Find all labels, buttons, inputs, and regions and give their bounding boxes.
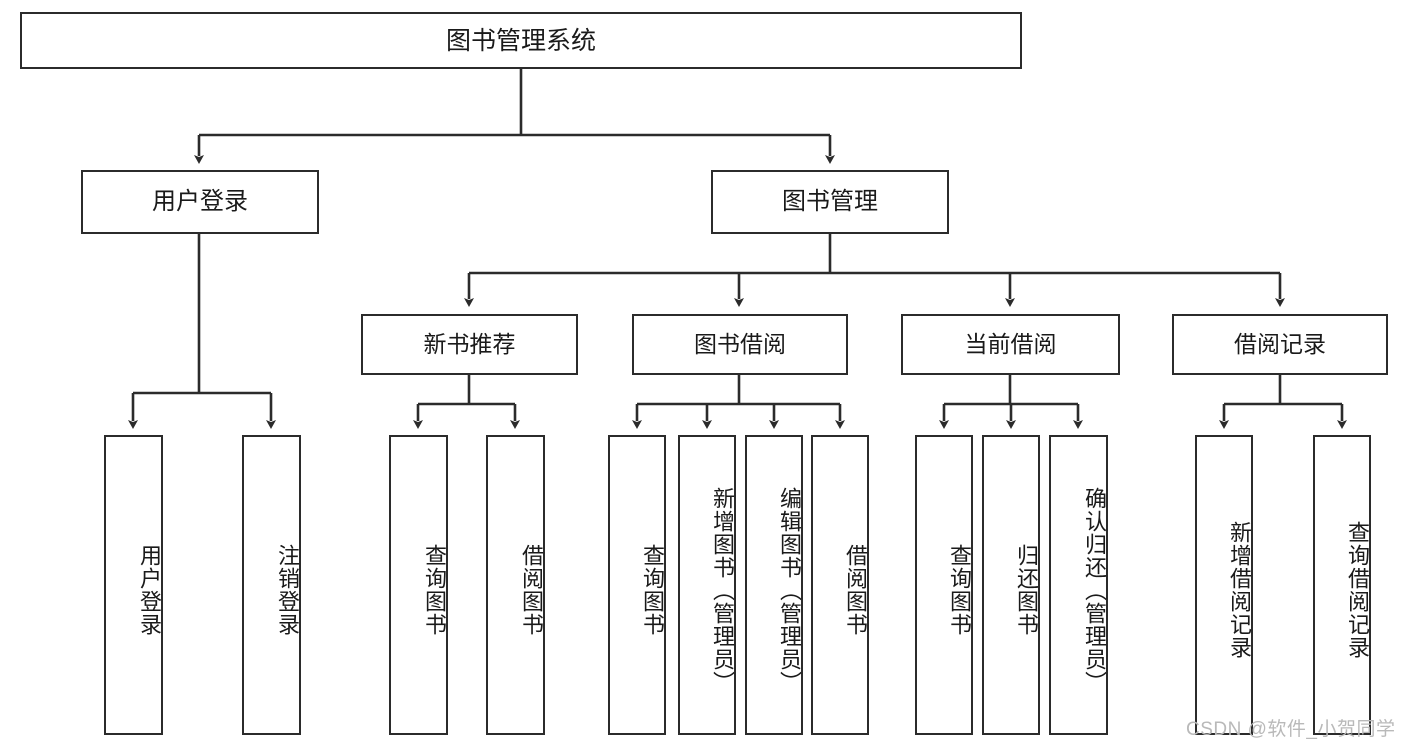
node-leaf-confirm-return-admin[interactable]: 确认归还（管理员）: [1049, 435, 1108, 735]
node-leaf-borrow-books-2-label: 借阅图书: [843, 544, 868, 636]
node-leaf-edit-book-admin[interactable]: 编辑图书（管理员）: [745, 435, 803, 735]
node-leaf-user-login[interactable]: 用户登录: [104, 435, 163, 735]
csdn-watermark: CSDN @软件_小贺同学: [1186, 719, 1396, 740]
node-leaf-query-borrow-record[interactable]: 查询借阅记录: [1313, 435, 1371, 735]
node-borrow-record[interactable]: 借阅记录: [1172, 314, 1388, 375]
node-leaf-borrow-books-2[interactable]: 借阅图书: [811, 435, 869, 735]
node-user-login[interactable]: 用户登录: [81, 170, 319, 234]
node-leaf-add-book-admin[interactable]: 新增图书（管理员）: [678, 435, 736, 735]
node-user-login-label: 用户登录: [152, 187, 248, 215]
node-new-book-recommend[interactable]: 新书推荐: [361, 314, 578, 375]
node-leaf-user-login-label: 用户登录: [137, 544, 162, 636]
node-new-book-recommend-label: 新书推荐: [423, 330, 516, 357]
node-leaf-query-books-3-label: 查询图书: [947, 544, 972, 636]
node-leaf-return-books[interactable]: 归还图书: [982, 435, 1040, 735]
node-leaf-borrow-books-1-label: 借阅图书: [519, 544, 544, 636]
node-leaf-add-book-admin-label: 新增图书（管理员）: [710, 486, 735, 694]
node-borrow-record-label: 借阅记录: [1234, 330, 1326, 357]
node-leaf-query-books-3[interactable]: 查询图书: [915, 435, 973, 735]
node-leaf-query-books-2-label: 查询图书: [640, 544, 665, 636]
node-leaf-query-books-2[interactable]: 查询图书: [608, 435, 666, 735]
node-leaf-logout-login[interactable]: 注销登录: [242, 435, 301, 735]
node-book-management-label: 图书管理: [782, 187, 878, 215]
node-root-label: 图书管理系统: [445, 26, 596, 55]
node-leaf-edit-book-admin-label: 编辑图书（管理员）: [777, 486, 802, 694]
node-current-borrow[interactable]: 当前借阅: [901, 314, 1120, 375]
node-leaf-borrow-books-1[interactable]: 借阅图书: [486, 435, 545, 735]
node-leaf-query-books-1-label: 查询图书: [422, 544, 447, 636]
node-leaf-confirm-return-admin-label: 确认归还（管理员）: [1082, 486, 1107, 694]
node-leaf-logout-login-label: 注销登录: [275, 544, 300, 636]
node-leaf-query-books-1[interactable]: 查询图书: [389, 435, 448, 735]
node-book-borrow-label: 图书借阅: [694, 330, 786, 357]
node-book-borrow[interactable]: 图书借阅: [632, 314, 848, 375]
node-current-borrow-label: 当前借阅: [964, 330, 1057, 357]
node-root[interactable]: 图书管理系统: [20, 12, 1022, 69]
node-leaf-add-borrow-record[interactable]: 新增借阅记录: [1195, 435, 1253, 735]
node-leaf-query-borrow-record-label: 查询借阅记录: [1345, 521, 1370, 659]
node-book-management[interactable]: 图书管理: [711, 170, 949, 234]
node-leaf-add-borrow-record-label: 新增借阅记录: [1227, 521, 1252, 659]
node-leaf-return-books-label: 归还图书: [1014, 544, 1039, 636]
